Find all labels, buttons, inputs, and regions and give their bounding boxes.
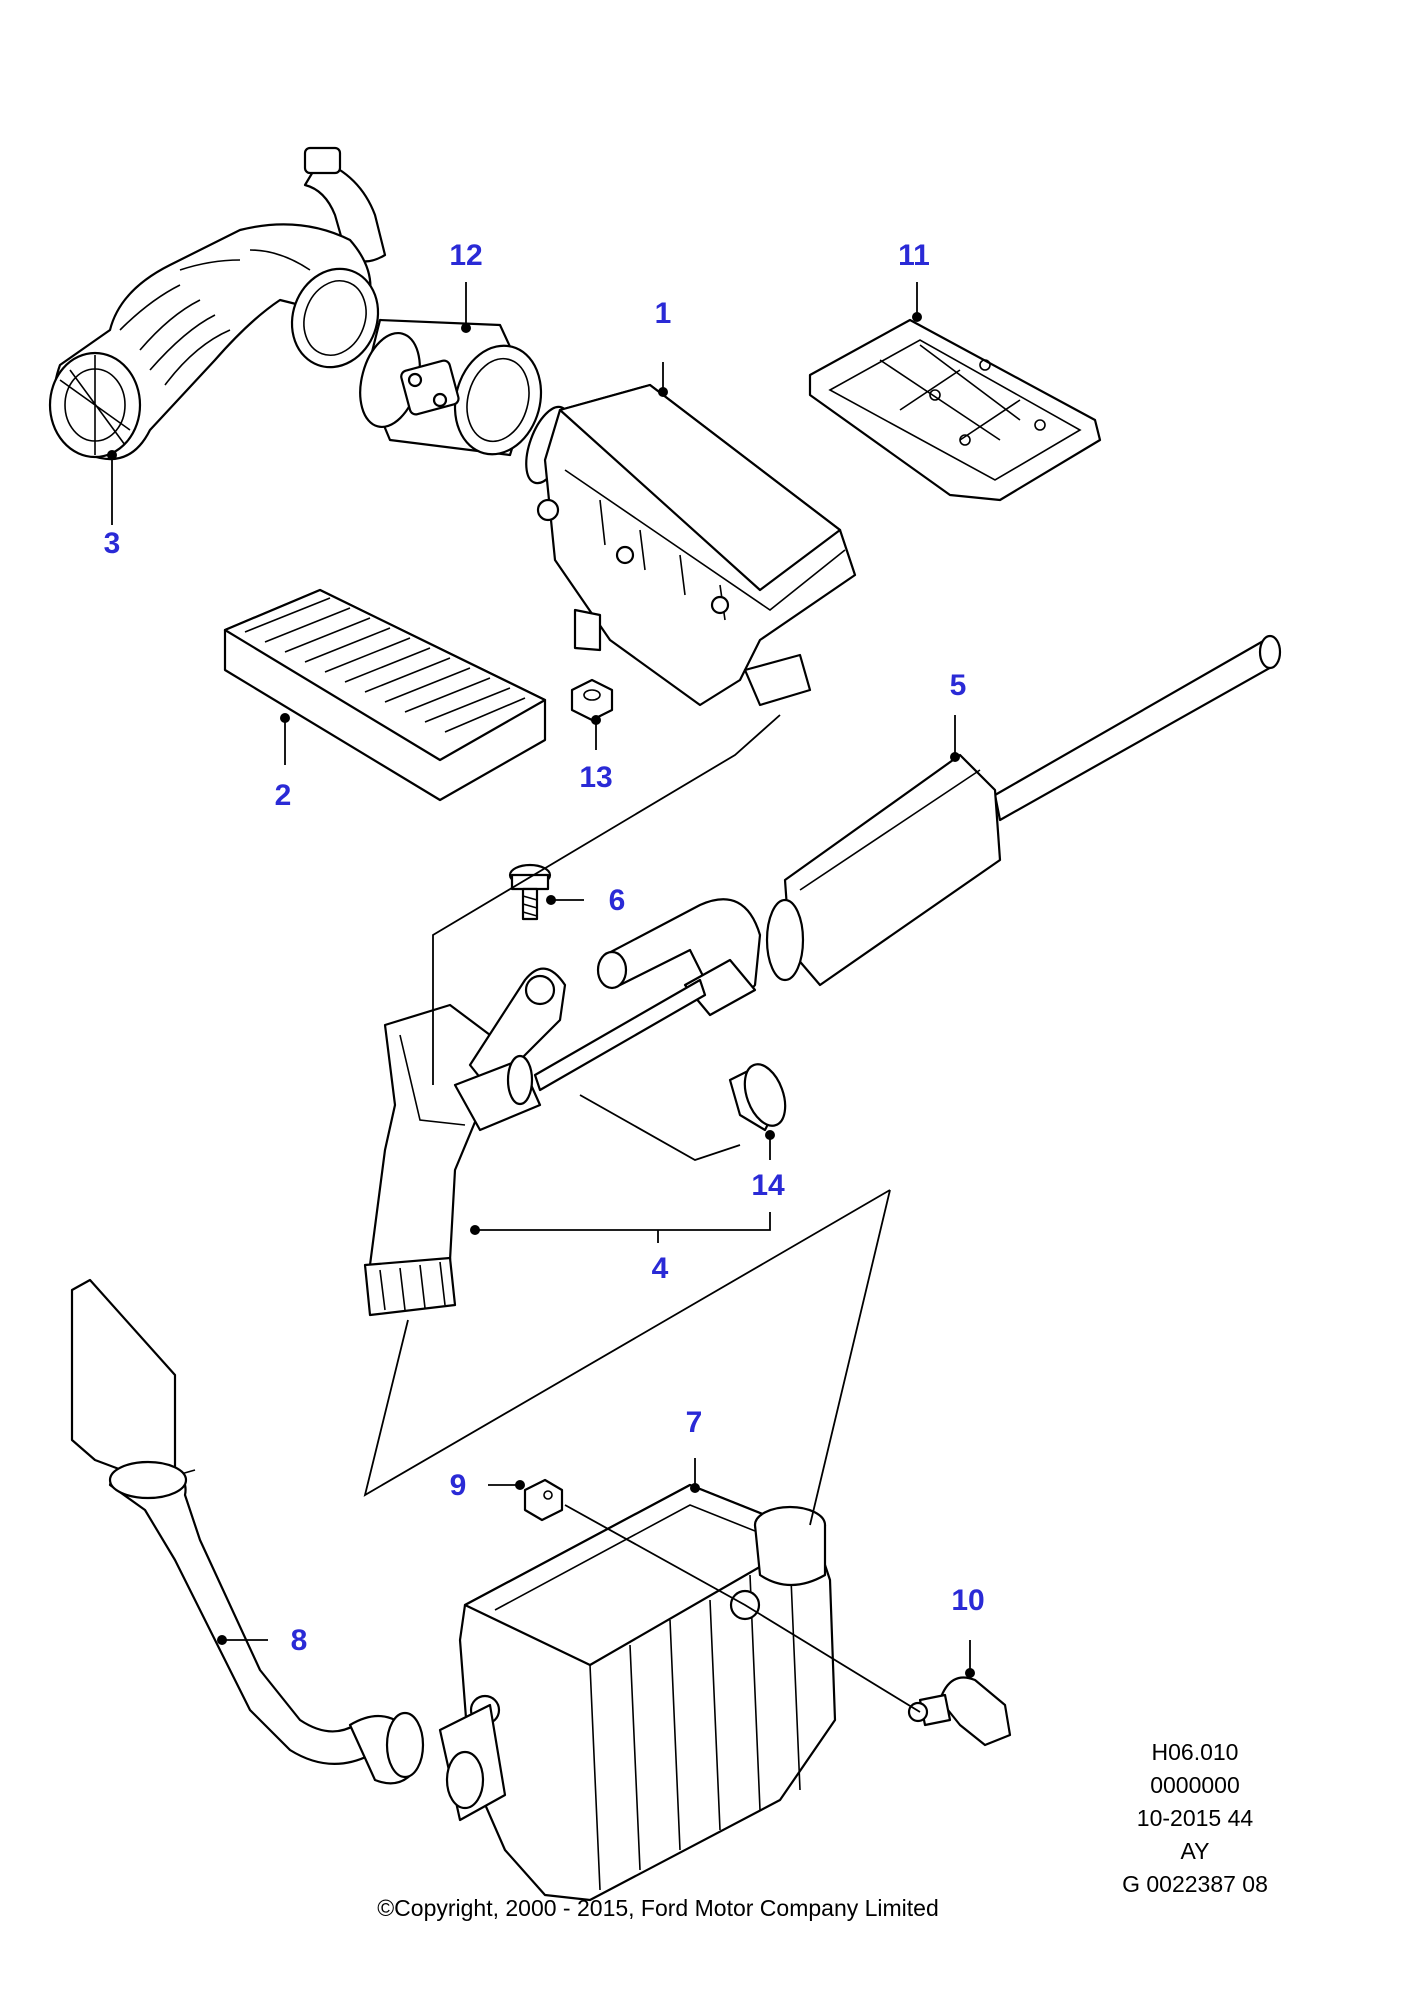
callout-12: 12 [449,239,482,272]
callout-9: 9 [450,1469,467,1502]
part-1-air-cleaner-housing [525,383,857,707]
info-line-4: AY [1181,1838,1210,1864]
callout-8: 8 [291,1624,308,1657]
callout-4: 4 [652,1252,669,1285]
callout-6: 6 [609,884,626,917]
part-10-clamp [907,1676,1012,1747]
info-line-1: H06.010 [1152,1739,1239,1765]
part-5-resonator-pipe [596,634,1282,1017]
copyright-text: ©Copyright, 2000 - 2015, Ford Motor Comp… [377,1895,939,1921]
part-4-intake-duct [363,967,707,1317]
callout-5: 5 [950,669,967,702]
callout-10: 10 [951,1584,984,1617]
part-3-intake-hose [48,146,387,461]
info-line-2: 0000000 [1150,1772,1240,1798]
diagram-info-block: H06.010 0000000 10-2015 44 AY G 0022387 … [1122,1739,1268,1897]
part-11-cover-plate [808,318,1102,502]
info-line-3: 10-2015 44 [1137,1805,1254,1831]
leader-lines [107,282,975,1713]
callout-13: 13 [579,761,612,794]
part-13-nut [570,678,614,722]
callout-3: 3 [104,527,121,560]
part-12-air-flow-sensor [359,318,543,457]
callout-labels: 1 2 3 4 5 6 7 8 9 10 11 12 13 14 [104,239,985,1657]
callout-11: 11 [898,239,930,272]
part-7-resonator-box [438,1483,837,1902]
info-line-5: G 0022387 08 [1122,1871,1268,1897]
part-9-clip [523,1478,564,1522]
part-14-grommet [728,1063,787,1132]
part-8-air-tube [70,1278,425,1785]
callout-2: 2 [275,779,292,812]
callout-1: 1 [655,297,672,330]
callout-14: 14 [751,1169,785,1202]
part-6-bolt [508,863,552,921]
part-2-air-filter [223,588,547,802]
callout-7: 7 [686,1406,703,1439]
